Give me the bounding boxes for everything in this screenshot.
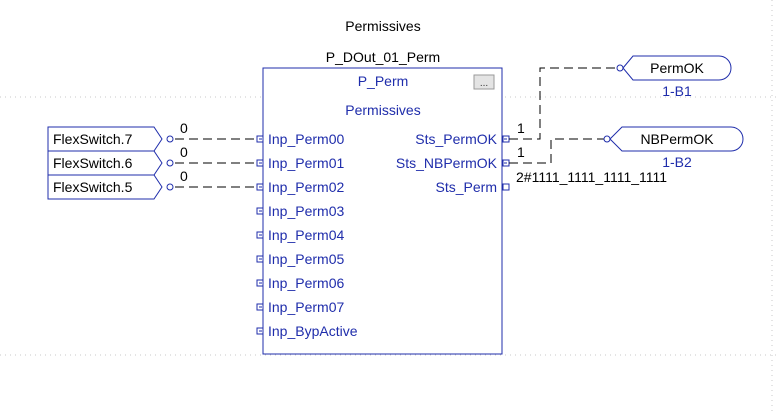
output-value: 2#1111_1111_1111_1111 (516, 169, 667, 185)
input-pin-label: Inp_Perm03 (268, 203, 344, 219)
output-pin[interactable]: Sts_PermOK (415, 131, 510, 147)
output-reference[interactable]: PermOK 1-B1 (616, 55, 732, 99)
input-reference[interactable]: FlexSwitch.5 (47, 174, 174, 200)
wire (509, 138, 604, 164)
output-wires (509, 67, 617, 164)
output-value: 1 (517, 144, 525, 160)
sheet-title: Permissives (345, 18, 420, 34)
input-pin[interactable]: Inp_Perm01 (256, 155, 344, 171)
block-description: Permissives (345, 102, 420, 118)
function-block[interactable]: P_Perm Permissives ... (262, 67, 503, 355)
input-pin-label: Inp_Perm02 (268, 179, 344, 195)
input-pins: Inp_Perm00 Inp_Perm01 Inp_Perm02 Inp_Per… (256, 131, 358, 339)
input-pin[interactable]: Inp_Perm02 (256, 179, 344, 195)
output-reference-xref: 1-B2 (662, 154, 692, 170)
output-pins: Sts_PermOK Sts_NBPermOK Sts_Perm (396, 131, 510, 195)
output-pin[interactable]: Sts_NBPermOK (396, 155, 510, 171)
input-pin[interactable]: Inp_Perm06 (256, 275, 344, 291)
input-pin-label: Inp_Perm06 (268, 275, 344, 291)
input-reference[interactable]: FlexSwitch.6 (47, 150, 174, 176)
input-pin[interactable]: Inp_Perm04 (256, 227, 344, 243)
block-type: P_Perm (358, 73, 409, 89)
input-pin-label: Inp_Perm00 (268, 131, 344, 147)
input-value: 0 (180, 168, 188, 184)
block-tag[interactable]: P_DOut_01_Perm (326, 49, 440, 65)
output-reference-xref: 1-B1 (662, 83, 692, 99)
properties-button-label: ... (480, 78, 488, 89)
output-reference-tag: NBPermOK (640, 131, 714, 147)
output-value: 1 (517, 120, 525, 136)
input-reference-tag: FlexSwitch.6 (53, 155, 133, 171)
input-pin[interactable]: Inp_BypActive (256, 323, 358, 339)
block-body[interactable] (262, 67, 503, 355)
input-pin[interactable]: Inp_Perm00 (256, 131, 344, 147)
input-pin-label: Inp_Perm04 (268, 227, 344, 243)
output-reference-tag: PermOK (650, 60, 704, 76)
output-pin-label: Sts_PermOK (415, 131, 497, 147)
input-value: 0 (180, 120, 188, 136)
input-value: 0 (180, 144, 188, 160)
output-pin-label: Sts_NBPermOK (396, 155, 498, 171)
input-reference-tag: FlexSwitch.7 (53, 131, 133, 147)
input-pin-label: Inp_Perm05 (268, 251, 344, 267)
input-pin-label: Inp_Perm01 (268, 155, 344, 171)
input-pin[interactable]: Inp_Perm03 (256, 203, 344, 219)
output-pin-label: Sts_Perm (436, 179, 497, 195)
input-reference-tag: FlexSwitch.5 (53, 179, 133, 195)
input-pin[interactable]: Inp_Perm05 (256, 251, 344, 267)
output-reference[interactable]: NBPermOK 1-B2 (603, 126, 744, 170)
input-reference[interactable]: FlexSwitch.7 (47, 126, 174, 152)
input-pin-label: Inp_BypActive (268, 323, 358, 339)
input-pin-label: Inp_Perm07 (268, 299, 344, 315)
input-pin[interactable]: Inp_Perm07 (256, 299, 344, 315)
properties-button[interactable]: ... (473, 74, 495, 90)
wire (509, 67, 617, 140)
output-pin[interactable]: Sts_Perm (436, 179, 510, 195)
